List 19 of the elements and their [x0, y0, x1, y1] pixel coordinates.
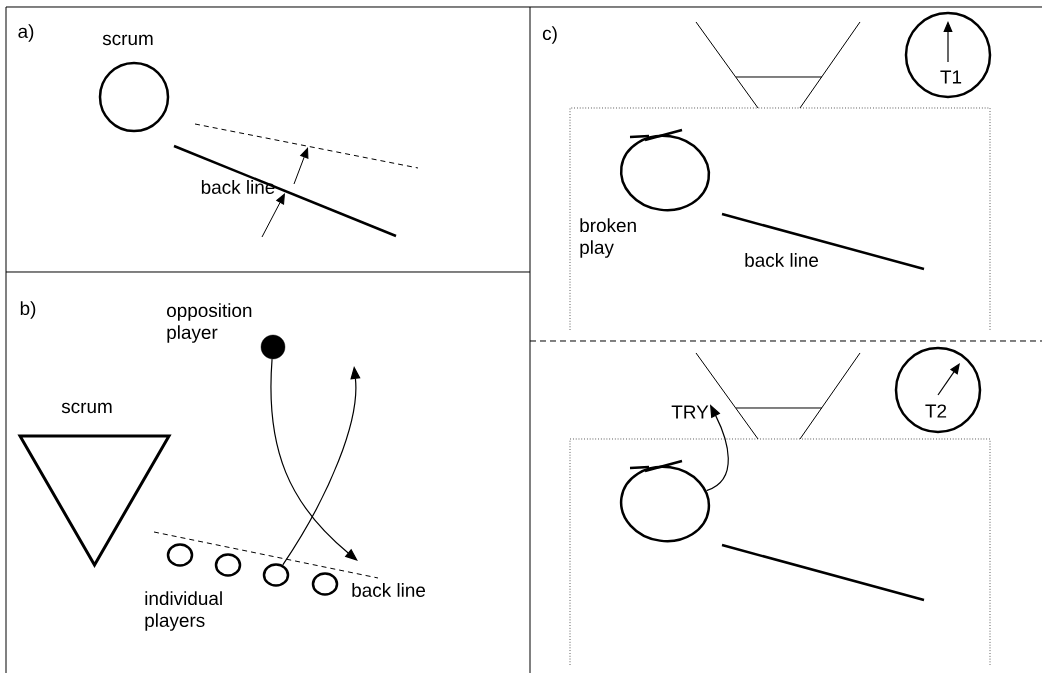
panel-letter: b) [20, 301, 36, 319]
panel-letter: c) [542, 26, 557, 44]
node-label: T2 [925, 404, 947, 418]
node-label: T1 [940, 70, 962, 84]
text-label: back line [352, 583, 426, 597]
player-circle [311, 572, 339, 596]
player-circle [214, 553, 242, 577]
player-circle [262, 563, 290, 587]
node-label: opposition player [167, 303, 252, 343]
panel-letter: a) [18, 24, 34, 42]
broken-play-scribble [619, 459, 711, 543]
node-label: broken play [580, 218, 636, 258]
node-label: scrum [102, 34, 153, 46]
try-label: TRY [671, 405, 709, 419]
node-label: scrum [61, 402, 112, 414]
player-circle [166, 543, 194, 567]
text-label: individual players [145, 591, 222, 631]
arrow [270, 358, 358, 561]
text-label: back line [745, 253, 819, 267]
